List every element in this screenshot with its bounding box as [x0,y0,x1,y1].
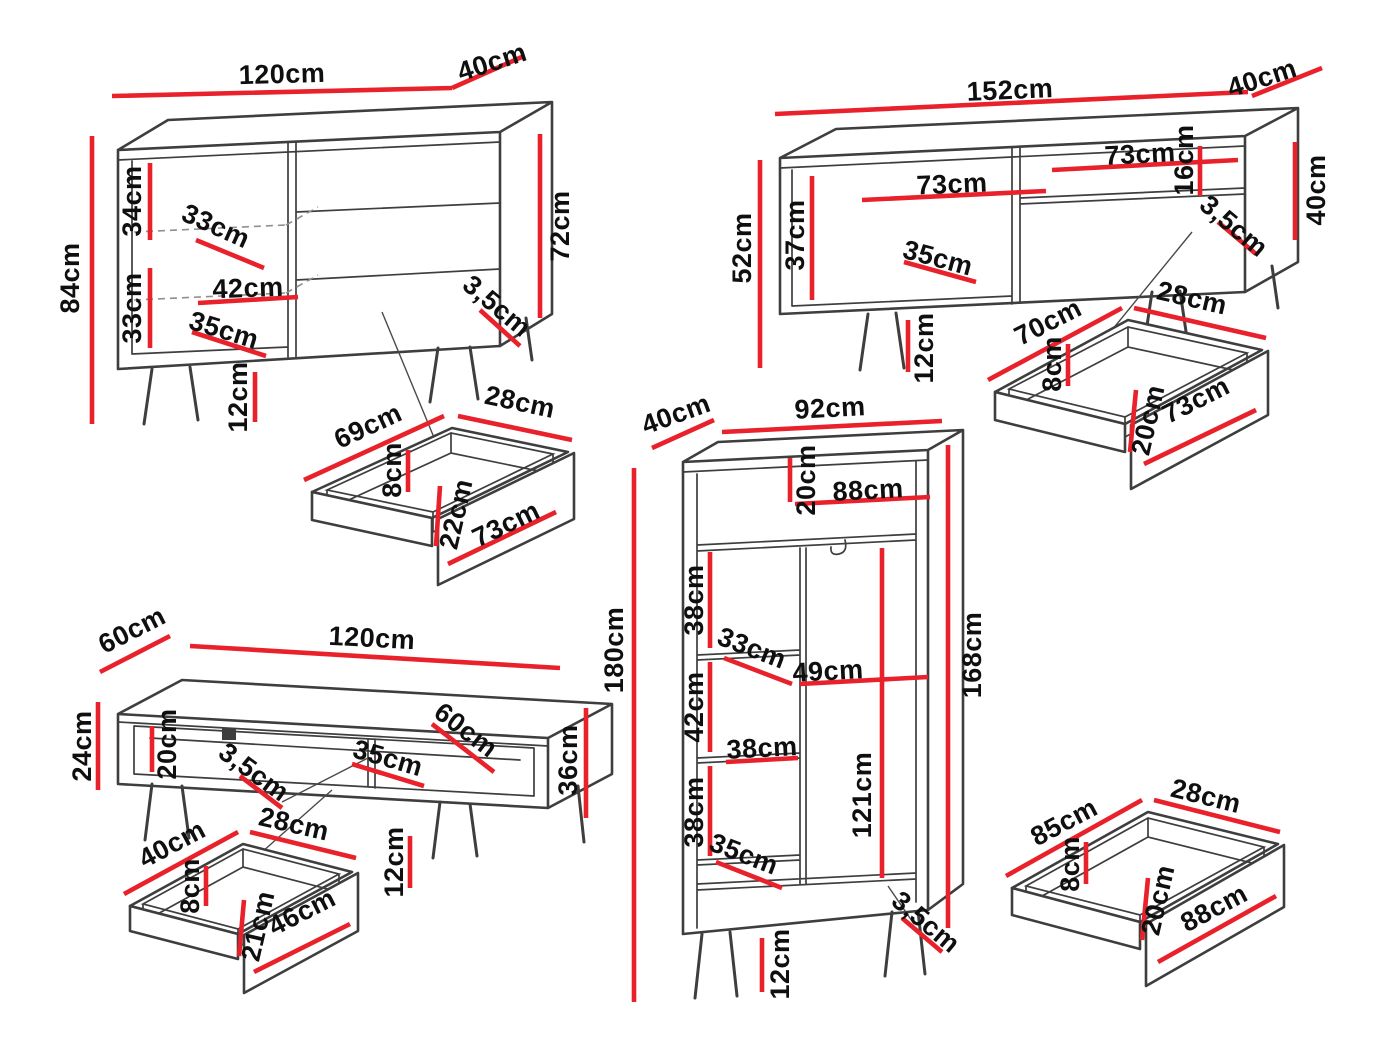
dim-sideboard-shelf-top: 34cm [117,165,147,236]
tv-drawer-side-wall [993,390,1127,454]
dim-wardrobe-height-total: 180cm [599,607,629,694]
table-drawer-side-wall [128,904,240,961]
dim-tv-niche-height: 16cm [1169,124,1199,195]
dim-tv-height-body: 40cm [1301,154,1331,225]
wardrobe-dimension-lines [631,417,951,1002]
coffee-table: 60cm 120cm 24cm 20cm 3,5cm 35cm 60cm 36c… [67,601,614,898]
dim-wardrobe-hanging-height: 121cm [847,752,877,839]
sideboard-drawer-dimension-lines [303,413,573,567]
coffee-table-details [117,721,549,797]
dim-sideboard-drawer-side-depth: 28cm [482,380,558,424]
dim-table-height-total: 36cm [553,724,583,795]
tv-drawer: 70cm 28cm 8cm 20cm 73cm [986,275,1270,491]
dim-sideboard-height-body: 72cm [545,190,575,261]
tv-stand-dimension-lines [757,65,1323,372]
coffee-table-dimension-lines [95,633,589,888]
dim-tv-height-total: 52cm [727,212,757,283]
dim-wardrobe-shelf-2: 42cm [679,671,709,742]
wardrobe-thickness-pointer [887,885,915,925]
dim-wardrobe-right-width: 49cm [792,654,865,688]
dim-tv-width: 152cm [966,73,1054,107]
sideboard-drawer-pointer [381,311,441,453]
tv-drawer-dimension-lines [986,305,1267,467]
table-drawer-dimension-lines [122,829,357,975]
wardrobe: 40cm 92cm 20cm 88cm 38cm 33cm 42cm 49cm … [599,388,987,1002]
dim-tv-drawer-side-height: 8cm [1037,336,1067,392]
dim-wardrobe-depth: 40cm [637,388,714,440]
dim-table-inner-height: 20cm [152,708,182,779]
dim-wardrobe-inner-height: 168cm [957,612,987,699]
sideboard-drawer-side-wall [310,490,434,548]
wardrobe-legs [693,909,927,1000]
dim-tv-leg-height: 12cm [909,312,939,383]
dim-sideboard-depth: 40cm [454,37,531,87]
sideboard-drawer: 69cm 28cm 8cm 22cm 73cm [303,380,576,587]
hanger-hook-icon [830,539,847,556]
dim-wardrobe-top-space: 20cm [791,444,821,515]
dim-tv-inner-height: 37cm [780,199,810,270]
dim-wardrobe-shelf-1: 38cm [679,564,709,635]
dim-wardrobe-left-width: 38cm [726,731,799,765]
dim-table-height-body: 24cm [67,710,97,781]
sideboard: 120cm 40cm 84cm 72cm 34cm 33cm 33cm 42cm… [55,37,575,453]
dim-sideboard-width: 120cm [238,58,325,90]
dim-wardrobe-drawer-side-height: 8cm [1055,836,1085,892]
dim-table-drawer-side-height: 8cm [175,858,205,914]
dim-wardrobe-leg-height: 12cm [765,928,795,999]
sideboard-details [117,141,501,358]
dim-table-leg-height: 12cm [379,826,409,897]
wardrobe-drawer-dimension-lines [1004,797,1281,965]
dim-wardrobe-inner-width: 88cm [832,473,905,507]
dim-table-depth: 60cm [94,601,171,660]
sideboard-dimension-lines [89,53,543,424]
tv-stand-details [779,145,1246,307]
table-handle [222,728,236,740]
dim-sideboard-height-total: 84cm [55,242,85,313]
tv-stand-drawer-pointer [1111,231,1193,331]
dim-table-drawer-side-depth: 28cm [256,801,332,846]
dim-table-width: 120cm [328,621,416,655]
dim-sideboard-drawer-side-height: 8cm [377,442,407,498]
dim-wardrobe-width: 92cm [794,391,867,425]
sideboard-hidden-shelves [133,206,319,301]
coffee-table-drawer: 40cm 28cm 8cm 21cm 46cm [122,801,360,995]
dim-tv-shelf-right: 73cm [1104,137,1177,171]
sideboard-legs [142,316,534,426]
dim-wardrobe-shelf-3: 38cm [679,776,709,847]
wardrobe-drawer: 85cm 28cm 8cm 20cm 88cm [1004,773,1286,988]
dim-tv-shelf-left: 73cm [916,167,988,200]
dim-tv-depth: 40cm [1224,53,1301,103]
wardrobe-drawer-side-wall [1010,886,1142,951]
dim-sideboard-shelf-bottom: 33cm [117,272,147,343]
coffee-table-legs [143,782,586,860]
dim-sideboard-inner-width: 42cm [212,272,284,304]
dim-sideboard-leg-height: 12cm [223,361,253,432]
tv-stand-legs [858,264,1280,372]
